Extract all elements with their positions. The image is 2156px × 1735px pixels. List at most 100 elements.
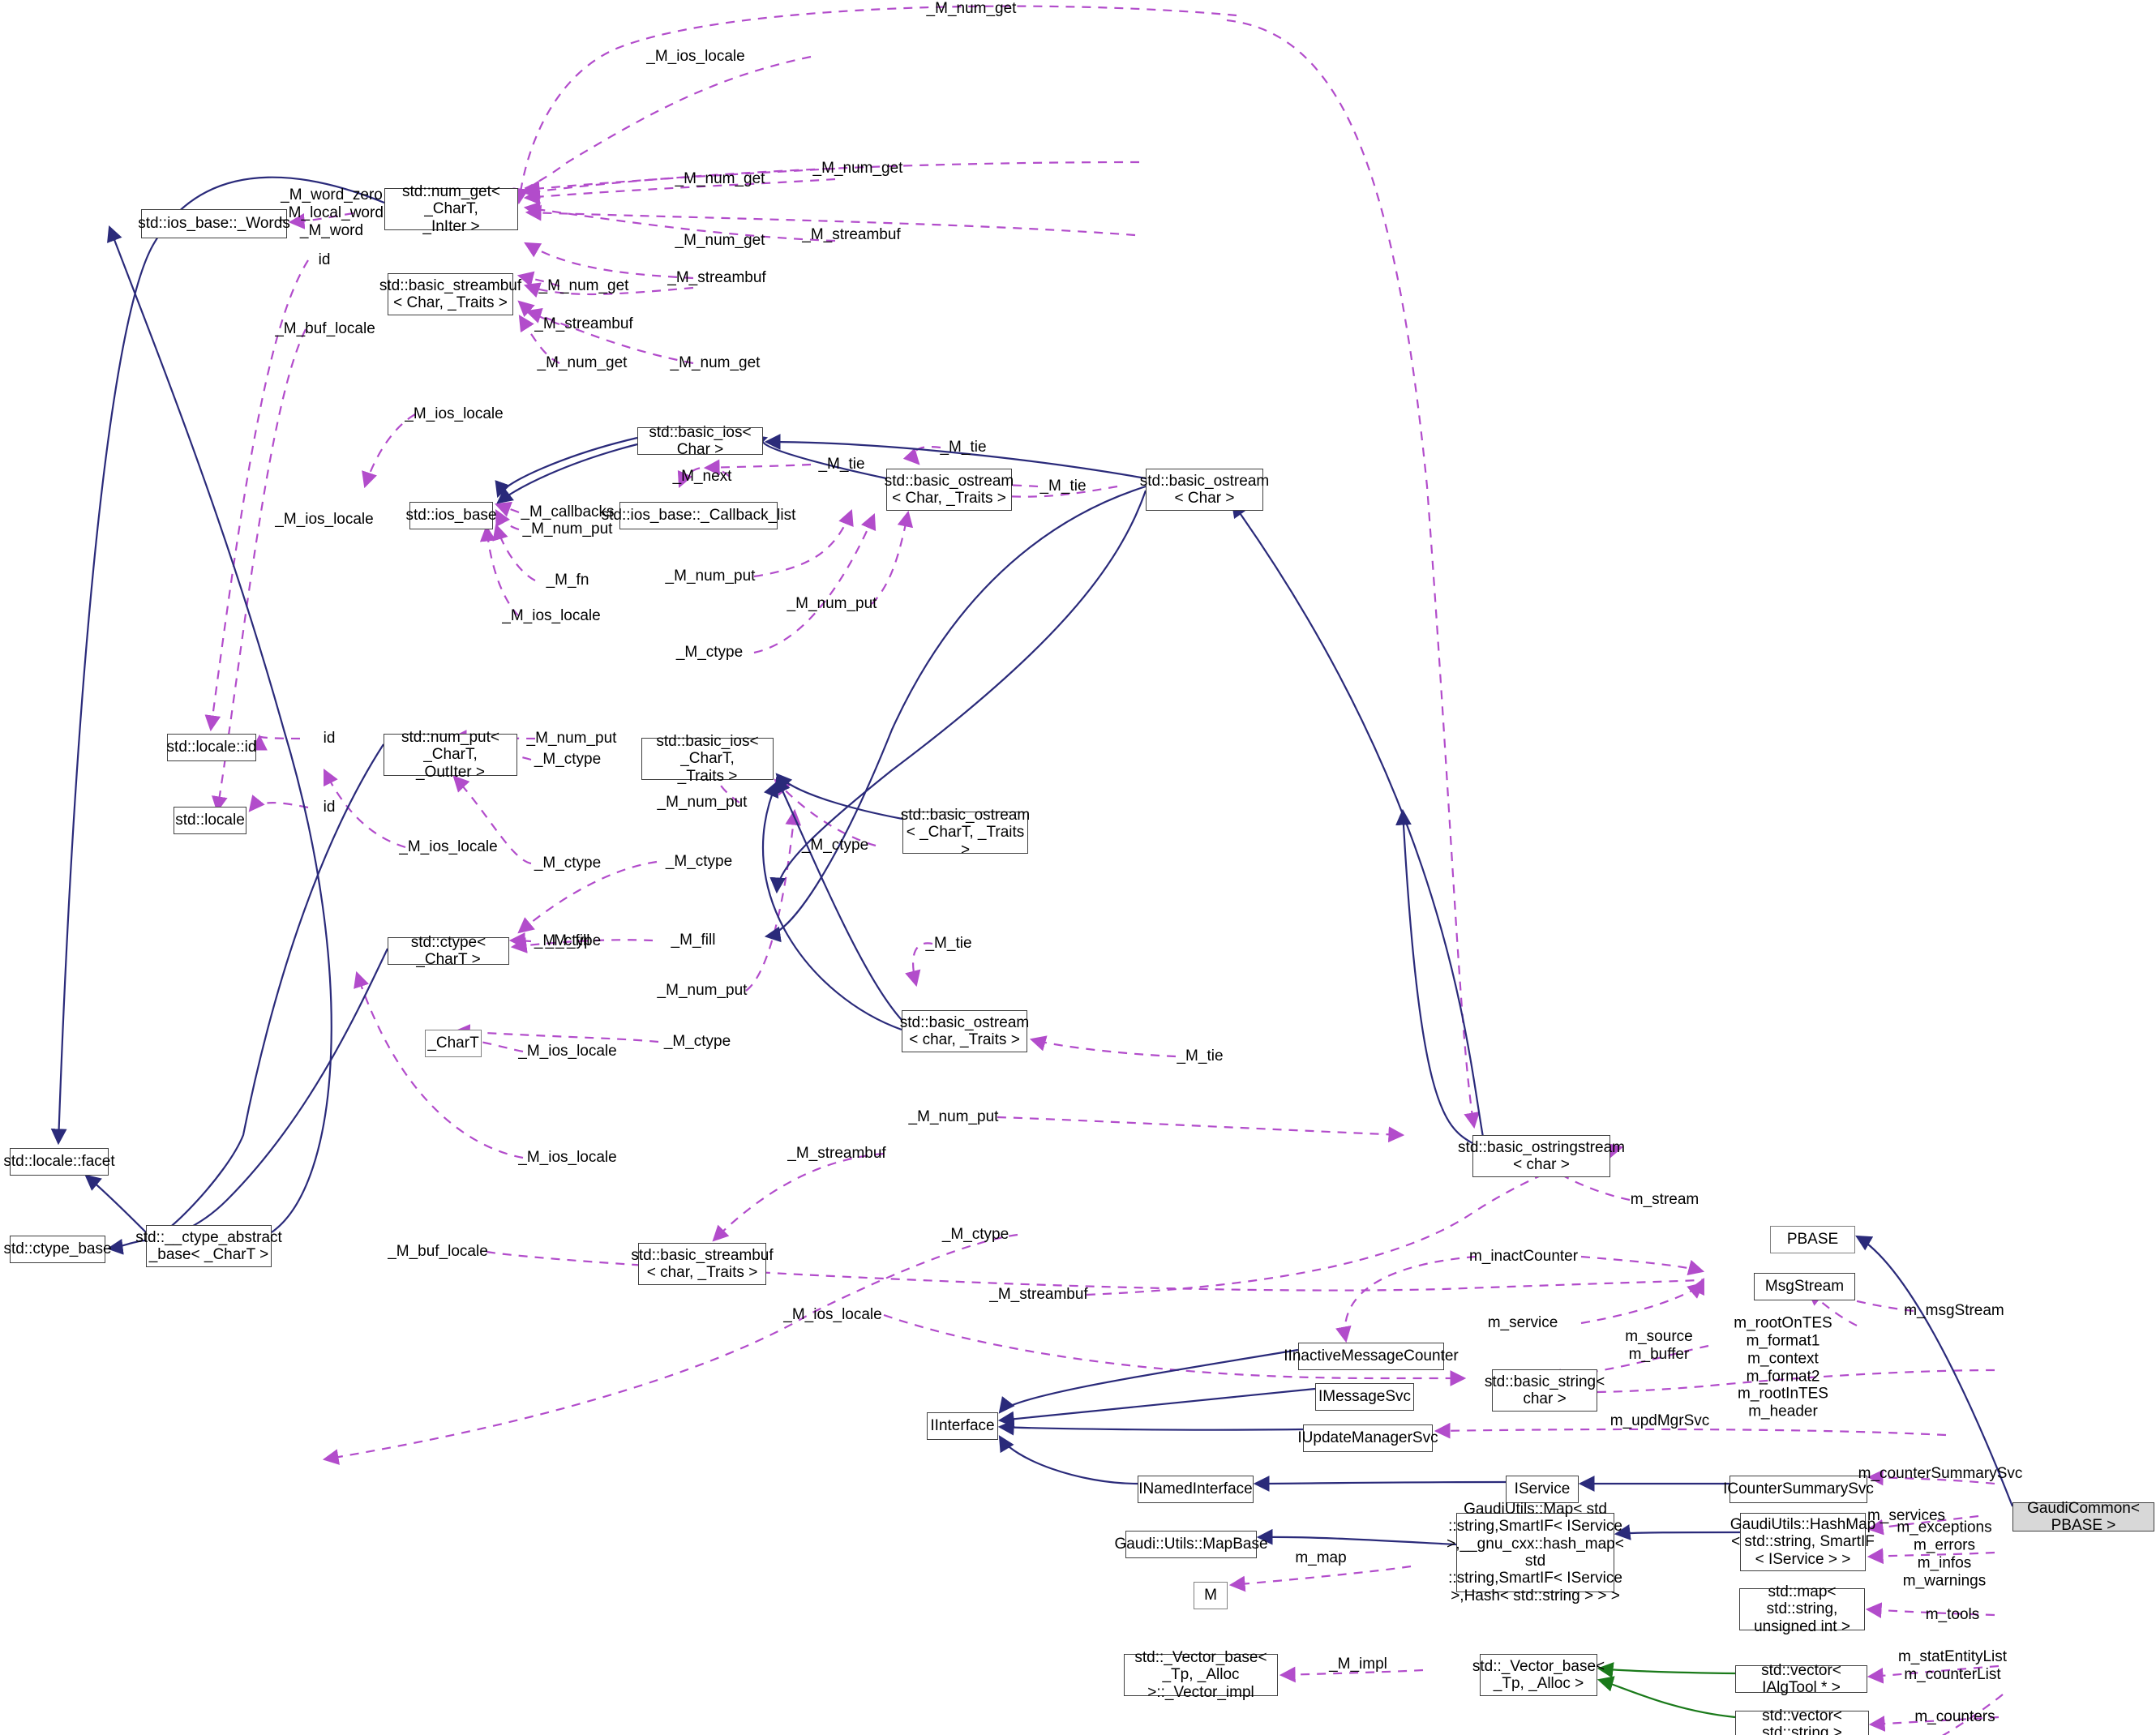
edge-label: _M_ctype <box>665 853 733 871</box>
edge-label: _M_tie <box>940 439 987 456</box>
edge-label: m_inactCounter <box>1468 1248 1579 1266</box>
edge-label: _M_ios_locale <box>399 838 498 856</box>
class-node-basic_ostringstream[interactable]: std::basic_ostringstream < char > <box>1458 1135 1625 1177</box>
class-node-ios_base[interactable]: std::ios_base <box>406 502 496 529</box>
edge-label: _M_buf_locale <box>388 1243 488 1261</box>
edge-label: _M_ios_locale <box>405 405 504 423</box>
class-node-PBASE[interactable]: PBASE <box>1770 1226 1855 1253</box>
edge-label: _M_num_get <box>926 0 1017 18</box>
class-node-num_get[interactable]: std::num_get< _CharT, _InIter > <box>384 183 518 235</box>
edge-label: _M_tie <box>925 935 972 953</box>
edge-label: id <box>323 799 336 816</box>
class-node-basic_streambuf_char[interactable]: std::basic_streambuf < char, _Traits > <box>631 1243 774 1285</box>
class-node-ios_base_Words[interactable]: std::ios_base::_Words <box>138 209 290 238</box>
edge-label: _M_num_get <box>675 170 765 188</box>
edge-label: _M_num_put <box>657 982 748 1000</box>
edge-label: _M_num_put <box>526 730 617 748</box>
edge-label: _M_ctype <box>534 751 602 769</box>
class-node-INamedInterface[interactable]: INamedInterface <box>1138 1476 1254 1503</box>
edge-label: m_stream <box>1630 1191 1700 1209</box>
edge-label: _M_ios_locale <box>502 607 601 625</box>
class-node-GaudiUtils_HashMap[interactable]: GaudiUtils::HashMap < std::string, Smart… <box>1730 1513 1875 1571</box>
edge-label: _M_ctype <box>801 837 869 855</box>
edge-label: _M_next <box>672 468 732 486</box>
edge-label: m_map <box>1295 1549 1347 1567</box>
edge-label: _M_tie <box>1177 1047 1224 1065</box>
class-node-IUpdateManagerSvc[interactable]: IUpdateManagerSvc <box>1297 1424 1438 1452</box>
edge-label: _M_num_put <box>787 595 877 613</box>
edge-label: _M_num_get <box>537 354 628 372</box>
edge-label: _M_num_put <box>908 1108 999 1126</box>
edge-label: _M_num_get <box>670 354 761 372</box>
class-node-basic_ostream_charT[interactable]: std::basic_ostream < char, _Traits > <box>900 1010 1029 1052</box>
edge-label: _M_streambuf <box>667 269 766 287</box>
edge-label: _M_ios_locale <box>646 48 745 66</box>
edge-label: _M_num_put <box>665 568 756 585</box>
class-node-basic_ostream_CT[interactable]: std::basic_ostream < Char, _Traits > <box>885 469 1014 511</box>
class-node-MsgStream[interactable]: MsgStream <box>1754 1273 1855 1300</box>
edge-label: m_msgStream <box>1904 1302 2004 1320</box>
class-node-M[interactable]: M <box>1194 1582 1228 1609</box>
edge-label: _M_num_put <box>657 794 748 812</box>
edge-label: _M_impl <box>1329 1656 1387 1673</box>
edge-label: _M_ios_locale <box>518 1149 617 1167</box>
class-node-IMessageSvc[interactable]: IMessageSvc <box>1315 1383 1414 1411</box>
class-node-basic_ostream_CT2[interactable]: std::basic_ostream < _CharT, _Traits > <box>900 807 1031 859</box>
class-node-locale_id[interactable]: std::locale::id <box>167 734 256 761</box>
class-node-basic_ostream_Char[interactable]: std::basic_ostream < Char > <box>1140 469 1269 511</box>
edge-label: id <box>318 251 331 269</box>
edge-label: _M_ctype <box>663 1033 731 1051</box>
edge-label: _M_buf_locale <box>275 320 375 338</box>
edge-label: m_exceptions m_errors m_infos m_warnings <box>1897 1519 1992 1589</box>
edge-label: _M_streambuf <box>787 1145 886 1163</box>
edge-label: m_tools <box>1925 1606 1980 1624</box>
class-node-locale_facet[interactable]: std::locale::facet <box>3 1148 115 1176</box>
edge-label: m_service <box>1487 1314 1558 1332</box>
edge-label: _M_ctype <box>675 644 744 662</box>
class-node-GaudiCommon[interactable]: GaudiCommon< PBASE > <box>2012 1500 2154 1534</box>
class-node-Vector_base_impl[interactable]: std::_Vector_base< _Tp, _Alloc >::_Vecto… <box>1124 1649 1278 1701</box>
edge-label: _M_ios_locale <box>783 1306 882 1324</box>
edge-label: _M_ctype <box>534 855 602 872</box>
edge-label: _M_ios_locale <box>518 1043 617 1060</box>
edge-label: m_counters <box>1914 1708 1995 1726</box>
class-node-GaudiUtils_Map[interactable]: GaudiUtils::Map< std ::string,SmartIF< I… <box>1447 1501 1624 1604</box>
class-node-Callback_list[interactable]: std::ios_base::_Callback_list <box>602 502 795 529</box>
class-node-vector_string[interactable]: std::vector< std::string > <box>1735 1707 1869 1735</box>
class-node-locale[interactable]: std::locale <box>174 807 246 834</box>
edge-label: m_statEntityList m_counterList <box>1897 1648 2008 1683</box>
class-node-map_string_uint[interactable]: std::map< std::string, unsigned int > <box>1739 1583 1865 1635</box>
class-node-IInterface[interactable]: IInterface <box>927 1412 998 1440</box>
edge-label: _M_callbacks <box>521 503 615 521</box>
class-node-basic_ios_Char[interactable]: std::basic_ios< Char > <box>637 424 763 458</box>
class-node-basic_string_char[interactable]: std::basic_string< char > <box>1485 1369 1605 1412</box>
edge-label: _M_streambuf <box>802 226 901 244</box>
edge-label: m_counterSummarySvc <box>1858 1465 2023 1483</box>
edge-label: m_updMgrSvc <box>1609 1412 1710 1430</box>
edge-label: _M_fill <box>671 932 716 949</box>
edge-label: _M_fn <box>546 572 589 589</box>
class-node-Vector_base[interactable]: std::_Vector_base< _Tp, _Alloc > <box>1472 1654 1605 1696</box>
edge-label: _M_num_put <box>522 520 613 538</box>
edge-label: _M_ctype <box>941 1226 1009 1244</box>
edge-label: _M_num_get <box>812 160 903 178</box>
edge-label: id <box>323 730 336 748</box>
class-node-num_put[interactable]: std::num_put< _CharT, _OutIter > <box>384 729 517 781</box>
edge-label: _M_streambuf <box>534 315 633 333</box>
class-node-basic_ios_CT[interactable]: std::basic_ios< _CharT, _Traits > <box>641 733 774 785</box>
class-node-ctype_CharT[interactable]: std::ctype< _CharT > <box>388 934 509 968</box>
edge-label: m_rootOnTES m_format1 m_context m_format… <box>1734 1314 1832 1420</box>
class-node-MapBase[interactable]: Gaudi::Utils::MapBase <box>1114 1531 1268 1558</box>
class-node-_CharT[interactable]: _CharT <box>425 1030 482 1057</box>
class-node-ctype_base[interactable]: std::ctype_base <box>3 1236 112 1263</box>
class-node-ICounterSummarySvc[interactable]: ICounterSummarySvc <box>1723 1476 1874 1503</box>
edge-label: _M_ios_locale <box>275 511 374 529</box>
edge-label: _M_word_zero _M_local_word _M_word <box>280 186 384 239</box>
class-node-basic_streambuf_CT[interactable]: std::basic_streambuf < Char, _Traits > <box>379 273 521 315</box>
class-node-vector_IAlgTool[interactable]: std::vector< IAlgTool * > <box>1735 1662 1867 1696</box>
class-node-IInactiveMessageCounter[interactable]: IInactiveMessageCounter <box>1284 1343 1459 1370</box>
edge-label: _M_num_get <box>675 232 765 250</box>
class-node-IService[interactable]: IService <box>1506 1476 1579 1503</box>
class-node-ctype_abstract_base[interactable]: std::__ctype_abstract _base< _CharT > <box>135 1225 282 1267</box>
